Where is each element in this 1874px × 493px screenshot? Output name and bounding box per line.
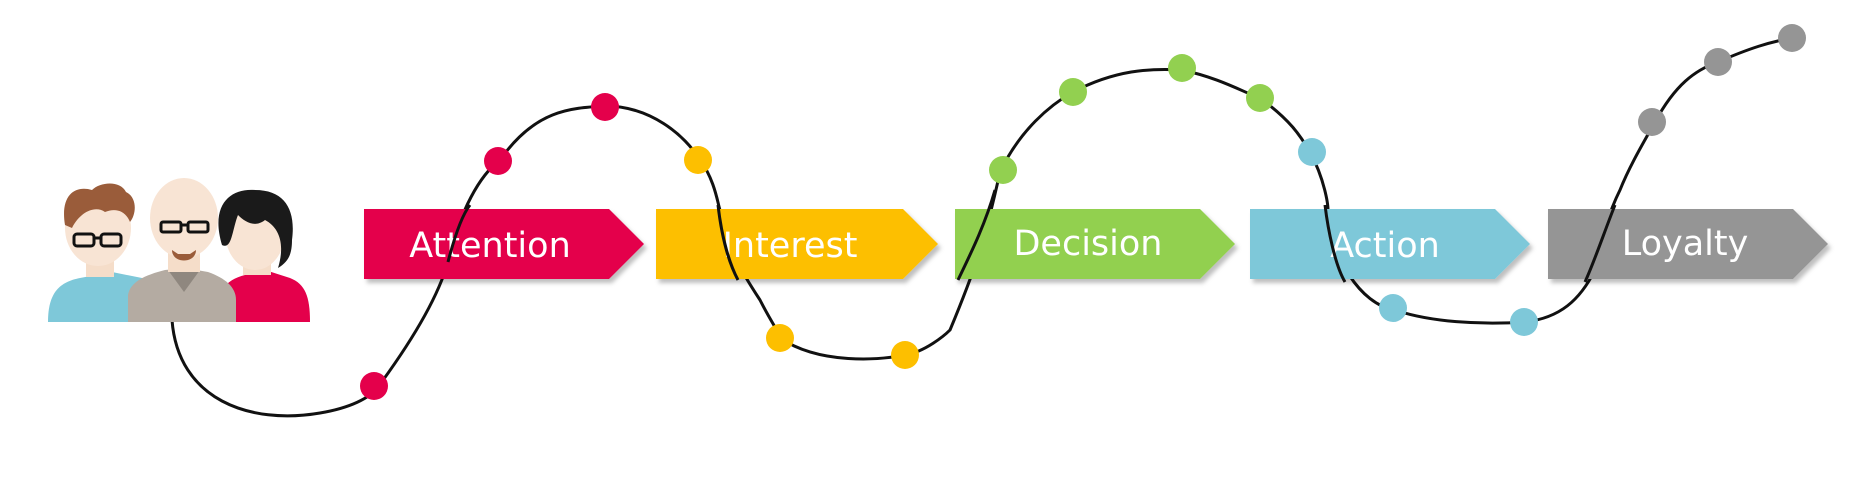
stage-arrow-shape (656, 209, 938, 279)
journey-dot (591, 93, 619, 121)
journey-dot (484, 147, 512, 175)
journey-curve-overlay (446, 204, 472, 263)
journey-dots (360, 24, 1806, 400)
journey-curve-overlay (1583, 204, 1617, 283)
stage-arrow-shape (1548, 209, 1828, 279)
stage-interest: Interest (656, 209, 938, 279)
journey-dot (1510, 308, 1538, 336)
journey-dot (684, 146, 712, 174)
journey-dot (1638, 108, 1666, 136)
stage-label-decision: Decision (1013, 224, 1162, 264)
stage-label-interest: Interest (723, 226, 858, 266)
journey-dot (989, 156, 1017, 184)
stage-label-action: Action (1330, 226, 1440, 266)
stage-decision: Decision (955, 209, 1235, 279)
journey-dot (360, 372, 388, 400)
journey-dot (1778, 24, 1806, 52)
stage-attention: Attention (364, 209, 644, 279)
journey-dot (1379, 294, 1407, 322)
stage-action: Action (1250, 209, 1530, 279)
stage-arrow-shape (364, 209, 644, 279)
stage-arrow-shape (955, 209, 1235, 279)
journey-dot (891, 341, 919, 369)
journey-dot (1246, 84, 1274, 112)
journey-curve-overlay (716, 204, 740, 281)
customers-icon (48, 178, 310, 322)
stage-label-attention: Attention (409, 226, 571, 266)
journey-dot (1168, 54, 1196, 82)
stage-loyalty: Loyalty (1548, 209, 1828, 279)
person-right-icon (215, 189, 310, 322)
stage-arrow-shape (1250, 209, 1530, 279)
journey-dot (1059, 78, 1087, 106)
stage-label-loyalty: Loyalty (1622, 224, 1749, 264)
journey-curve-overlay (1323, 204, 1347, 283)
journey-dot (766, 324, 794, 352)
journey-dot (1704, 48, 1732, 76)
journey-curve-overlay (956, 189, 997, 281)
journey-dot (1298, 138, 1326, 166)
person-center-icon (128, 178, 236, 322)
